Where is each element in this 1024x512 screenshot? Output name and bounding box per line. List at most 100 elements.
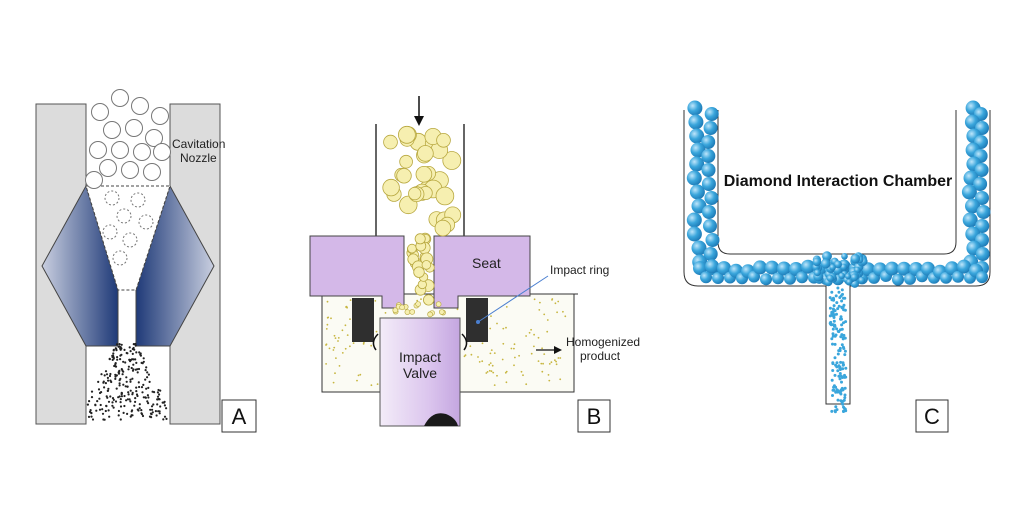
flow-arrow-right bbox=[461, 333, 468, 351]
fine-bead bbox=[840, 343, 844, 347]
bead bbox=[777, 261, 791, 276]
particle bbox=[146, 376, 149, 379]
bubble bbox=[99, 159, 117, 177]
fine-droplet bbox=[326, 300, 329, 303]
bead bbox=[753, 260, 767, 275]
fine-droplet bbox=[513, 343, 516, 346]
bead bbox=[687, 100, 703, 116]
product-label-line2: product bbox=[580, 349, 621, 363]
particle bbox=[88, 400, 91, 403]
fine-bead bbox=[842, 406, 846, 410]
particle bbox=[90, 390, 94, 393]
fine-bead bbox=[832, 385, 836, 389]
fine-bead bbox=[840, 380, 843, 384]
fine-bead bbox=[835, 361, 839, 365]
fine-droplet bbox=[518, 354, 520, 357]
particle bbox=[112, 406, 115, 409]
fine-bead bbox=[838, 349, 842, 353]
fine-bead bbox=[834, 390, 838, 394]
panel-c-letter: C bbox=[924, 404, 940, 429]
fine-droplet bbox=[548, 379, 551, 382]
fine-droplet bbox=[352, 342, 355, 344]
particle bbox=[146, 400, 149, 403]
bubble bbox=[125, 119, 143, 137]
fine-droplet bbox=[490, 349, 493, 351]
bead bbox=[840, 263, 848, 271]
product-arrow-head bbox=[554, 346, 562, 354]
fine-droplet bbox=[543, 353, 546, 355]
particle bbox=[119, 405, 123, 408]
particle bbox=[156, 398, 159, 401]
particle bbox=[104, 382, 107, 385]
fine-droplet bbox=[533, 298, 536, 301]
particle bbox=[100, 373, 103, 376]
droplet bbox=[382, 178, 400, 197]
particle bbox=[105, 373, 109, 376]
bead bbox=[976, 271, 988, 284]
bead bbox=[834, 260, 842, 269]
bubble bbox=[91, 103, 109, 121]
particle bbox=[111, 404, 114, 407]
particle bbox=[131, 393, 134, 396]
particle bbox=[155, 414, 158, 417]
collapsing-bubble bbox=[138, 214, 154, 230]
particle bbox=[86, 403, 89, 406]
droplet bbox=[435, 186, 455, 206]
particle bbox=[118, 384, 121, 387]
fine-bead bbox=[830, 337, 834, 341]
particle bbox=[112, 352, 115, 355]
particle bbox=[112, 398, 115, 401]
panel-a-letter: A bbox=[232, 404, 247, 429]
particle bbox=[123, 394, 126, 398]
bead bbox=[838, 272, 845, 279]
fine-bead bbox=[843, 386, 847, 390]
nozzle-label-line2: Nozzle bbox=[180, 151, 217, 165]
fine-droplet bbox=[496, 322, 498, 325]
particle bbox=[122, 411, 125, 414]
droplet bbox=[413, 266, 425, 278]
fine-droplet bbox=[344, 324, 347, 327]
bead bbox=[962, 212, 978, 228]
particle bbox=[131, 409, 134, 412]
fine-bead bbox=[838, 377, 842, 381]
particle bbox=[126, 412, 129, 415]
particle bbox=[129, 415, 132, 418]
particle bbox=[165, 407, 168, 410]
particle bbox=[119, 401, 122, 404]
fine-droplet bbox=[492, 371, 495, 374]
fine-bead bbox=[828, 296, 832, 300]
particle bbox=[110, 380, 113, 384]
flow-arrow-left bbox=[372, 333, 379, 351]
fine-bead bbox=[836, 307, 840, 311]
particle bbox=[134, 400, 137, 403]
bead bbox=[858, 276, 866, 284]
fine-droplet bbox=[538, 309, 541, 311]
fine-bead bbox=[839, 360, 843, 364]
bead bbox=[975, 247, 990, 261]
particle bbox=[106, 376, 109, 379]
fine-droplet bbox=[420, 298, 422, 300]
collapsing-bubble bbox=[116, 208, 132, 224]
bead bbox=[701, 163, 716, 177]
particle bbox=[120, 391, 123, 394]
fine-droplet bbox=[485, 372, 488, 374]
particle bbox=[150, 405, 154, 408]
droplet bbox=[414, 233, 426, 245]
particle bbox=[131, 377, 134, 380]
fine-droplet bbox=[505, 326, 507, 329]
fine-droplet bbox=[489, 362, 492, 364]
particle bbox=[162, 418, 165, 421]
particle bbox=[136, 368, 139, 371]
droplet bbox=[383, 134, 398, 150]
fine-droplet bbox=[505, 370, 508, 373]
fine-droplet bbox=[550, 361, 553, 364]
particle bbox=[151, 390, 154, 393]
particle bbox=[120, 343, 123, 346]
particle bbox=[106, 389, 109, 392]
bead bbox=[701, 135, 716, 149]
fine-bead bbox=[831, 296, 835, 300]
fine-droplet bbox=[541, 370, 544, 373]
fine-bead bbox=[837, 330, 841, 334]
particle bbox=[148, 380, 151, 383]
fine-bead bbox=[832, 388, 836, 392]
